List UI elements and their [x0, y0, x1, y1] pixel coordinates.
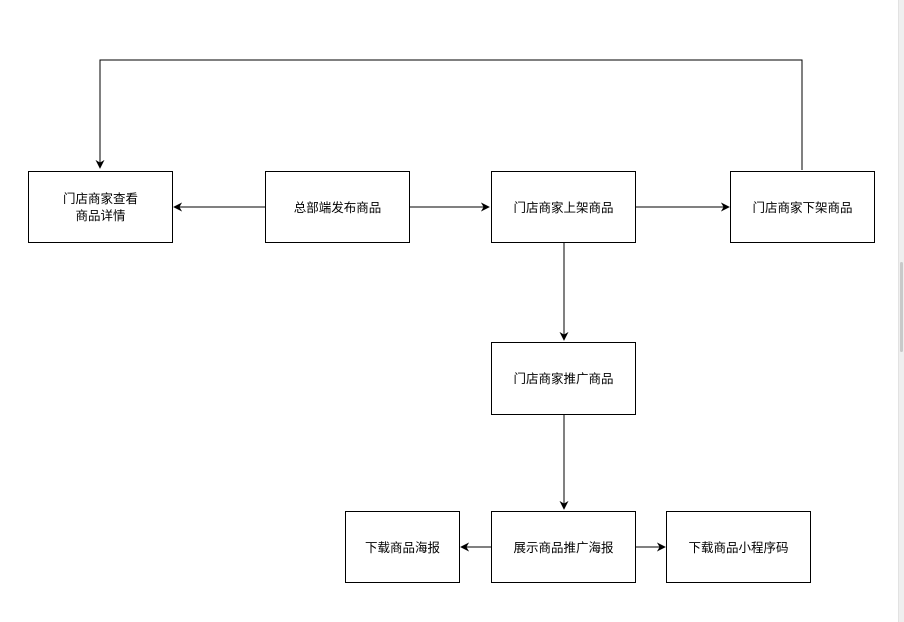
edge-delist-to-view-details [95, 59, 803, 170]
node-list-product[interactable]: 门店商家上架商品 [491, 171, 636, 243]
node-download-qrcode-label: 下载商品小程序码 [688, 539, 789, 555]
node-list-product-label: 门店商家上架商品 [513, 199, 614, 215]
scrollbar-thumb[interactable] [900, 262, 903, 352]
node-download-qrcode[interactable]: 下载商品小程序码 [666, 511, 811, 583]
node-download-poster-label: 下载商品海报 [364, 539, 440, 555]
node-delist-product-label: 门店商家下架商品 [752, 199, 853, 215]
node-hq-publish-label: 总部端发布商品 [293, 199, 382, 215]
node-show-poster-label: 展示商品推广海报 [513, 539, 614, 555]
vertical-scrollbar[interactable] [898, 0, 904, 622]
node-promote-product-label: 门店商家推广商品 [513, 371, 614, 386]
node-download-poster[interactable]: 下载商品海报 [345, 511, 460, 583]
node-view-details[interactable]: 门店商家查看 商品详情 [28, 171, 173, 243]
node-view-details-label: 门店商家查看 商品详情 [62, 191, 138, 223]
node-delist-product[interactable]: 门店商家下架商品 [730, 171, 875, 243]
node-hq-publish[interactable]: 总部端发布商品 [265, 171, 410, 243]
node-show-poster[interactable]: 展示商品推广海报 [491, 511, 636, 583]
node-promote-product[interactable]: 门店商家推广商品 [491, 342, 636, 415]
